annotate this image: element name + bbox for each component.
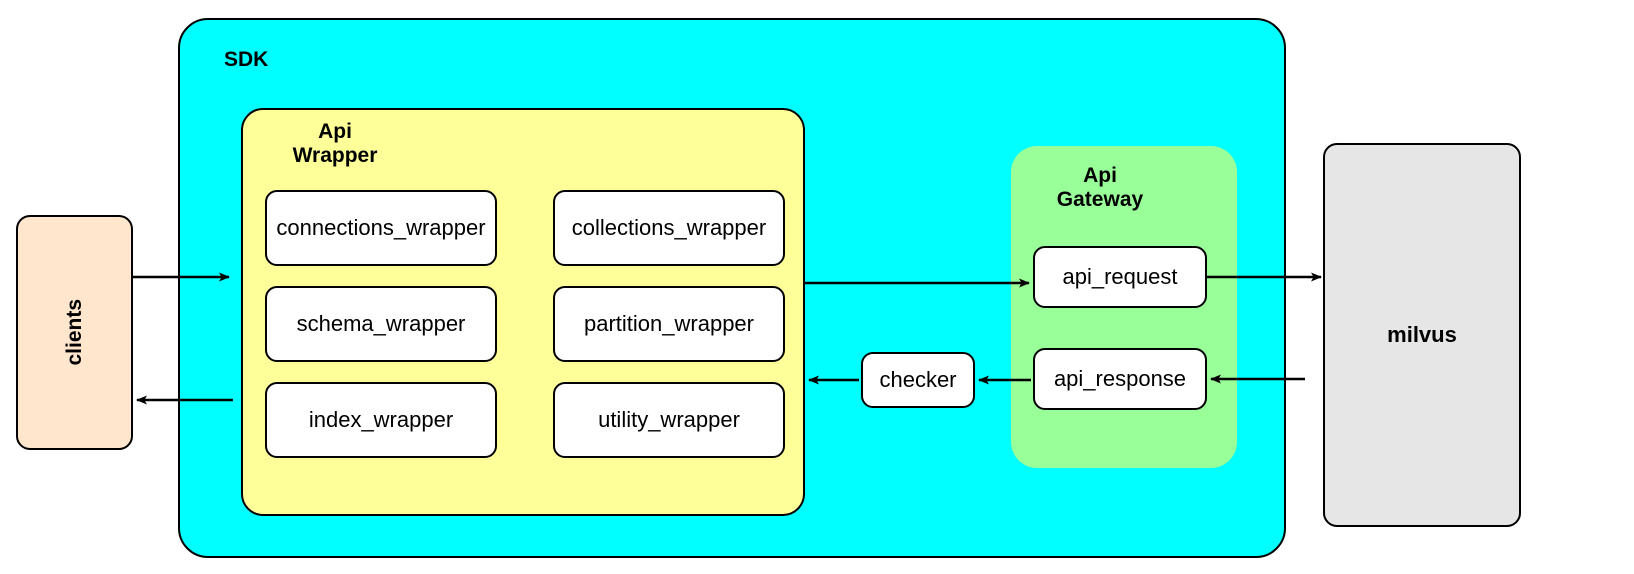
module-connections-wrapper[interactable]: connections_wrapper <box>265 190 497 266</box>
checker-node[interactable]: checker <box>861 352 975 408</box>
module-utility-wrapper[interactable]: utility_wrapper <box>553 382 785 458</box>
api-wrapper-label: Api Wrapper <box>292 120 378 167</box>
checker-label: checker <box>879 367 957 392</box>
module-partition-wrapper[interactable]: partition_wrapper <box>553 286 785 362</box>
module-collections-wrapper[interactable]: collections_wrapper <box>553 190 785 266</box>
api-request-label: api_request <box>1062 264 1178 289</box>
module-label: partition_wrapper <box>584 311 754 336</box>
module-schema-wrapper[interactable]: schema_wrapper <box>265 286 497 362</box>
module-label: utility_wrapper <box>598 407 740 432</box>
module-label: collections_wrapper <box>571 215 767 240</box>
clients-node[interactable]: clients <box>16 215 133 450</box>
api-response-node[interactable]: api_response <box>1033 348 1207 410</box>
milvus-node[interactable]: milvus <box>1323 143 1521 527</box>
api-gateway-label: Api Gateway <box>1056 164 1144 211</box>
sdk-label: SDK <box>224 48 269 71</box>
api-response-label: api_response <box>1053 366 1187 391</box>
module-label: schema_wrapper <box>296 311 466 336</box>
api-request-node[interactable]: api_request <box>1033 246 1207 308</box>
clients-label: clients <box>62 299 86 366</box>
milvus-label: milvus <box>1387 322 1457 347</box>
module-label: index_wrapper <box>308 407 454 432</box>
module-index-wrapper[interactable]: index_wrapper <box>265 382 497 458</box>
module-label: connections_wrapper <box>276 215 486 240</box>
